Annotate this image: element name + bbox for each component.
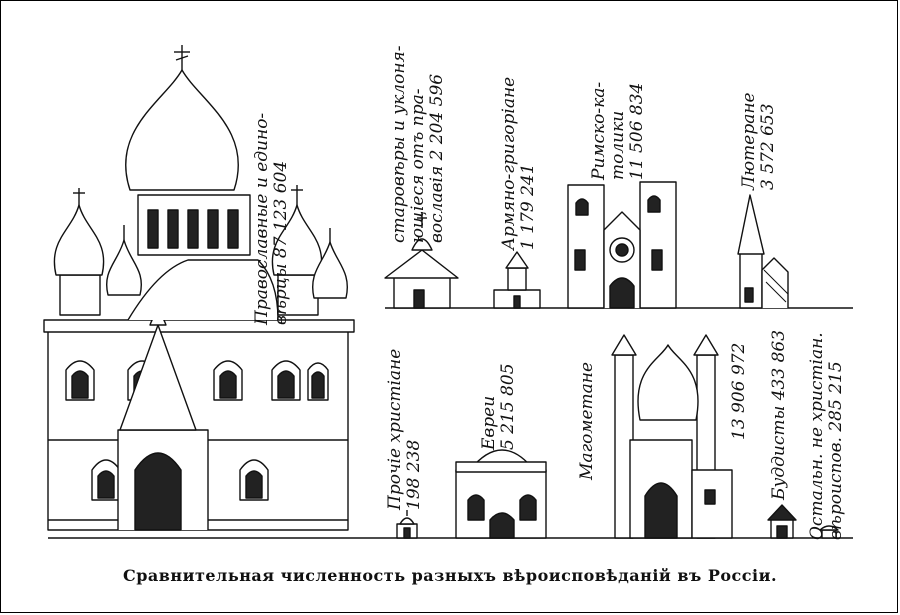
hut-icon: [819, 525, 839, 539]
label-muslims: Магометане: [577, 361, 597, 480]
orthodox-cathedral-icon: [43, 45, 355, 531]
armenian-church-icon: [493, 251, 541, 309]
label-catholics: Римско-ка- толики 11 506 834: [589, 81, 647, 180]
small-chapel-icon: [396, 510, 418, 539]
mosque-icon: [611, 334, 733, 539]
label-other-christians: Прочіе христіане 198 238: [385, 348, 424, 510]
label-old-believers: старовѣры и уклоня- ющіеся отъ пра- восл…: [389, 45, 447, 243]
label-buddhists: Буддисты 433 863: [769, 329, 789, 500]
chart-title: Сравнительная численность разныхъ вѣроис…: [122, 566, 778, 585]
old-believer-chapel-icon: [384, 212, 459, 309]
label-orthodox: Православные и едино- вѣрцы 87 123 604: [252, 112, 291, 325]
label-muslims-count: 13 906 972: [729, 342, 749, 440]
catholic-church-icon: [567, 181, 677, 309]
buddhist-temple-icon: [767, 504, 797, 539]
label-armenians: Армяно-григоріане 1 179 241: [499, 76, 538, 250]
label-jews: Евреи 5 215 805: [479, 363, 518, 450]
synagogue-icon: [455, 449, 547, 539]
lutheran-church-icon: [737, 194, 789, 309]
label-lutherans: Лютеране 3 572 653: [739, 92, 778, 190]
label-other-non-christians: Остальн. не христіан. вѣроиспов. 285 215: [807, 332, 846, 540]
